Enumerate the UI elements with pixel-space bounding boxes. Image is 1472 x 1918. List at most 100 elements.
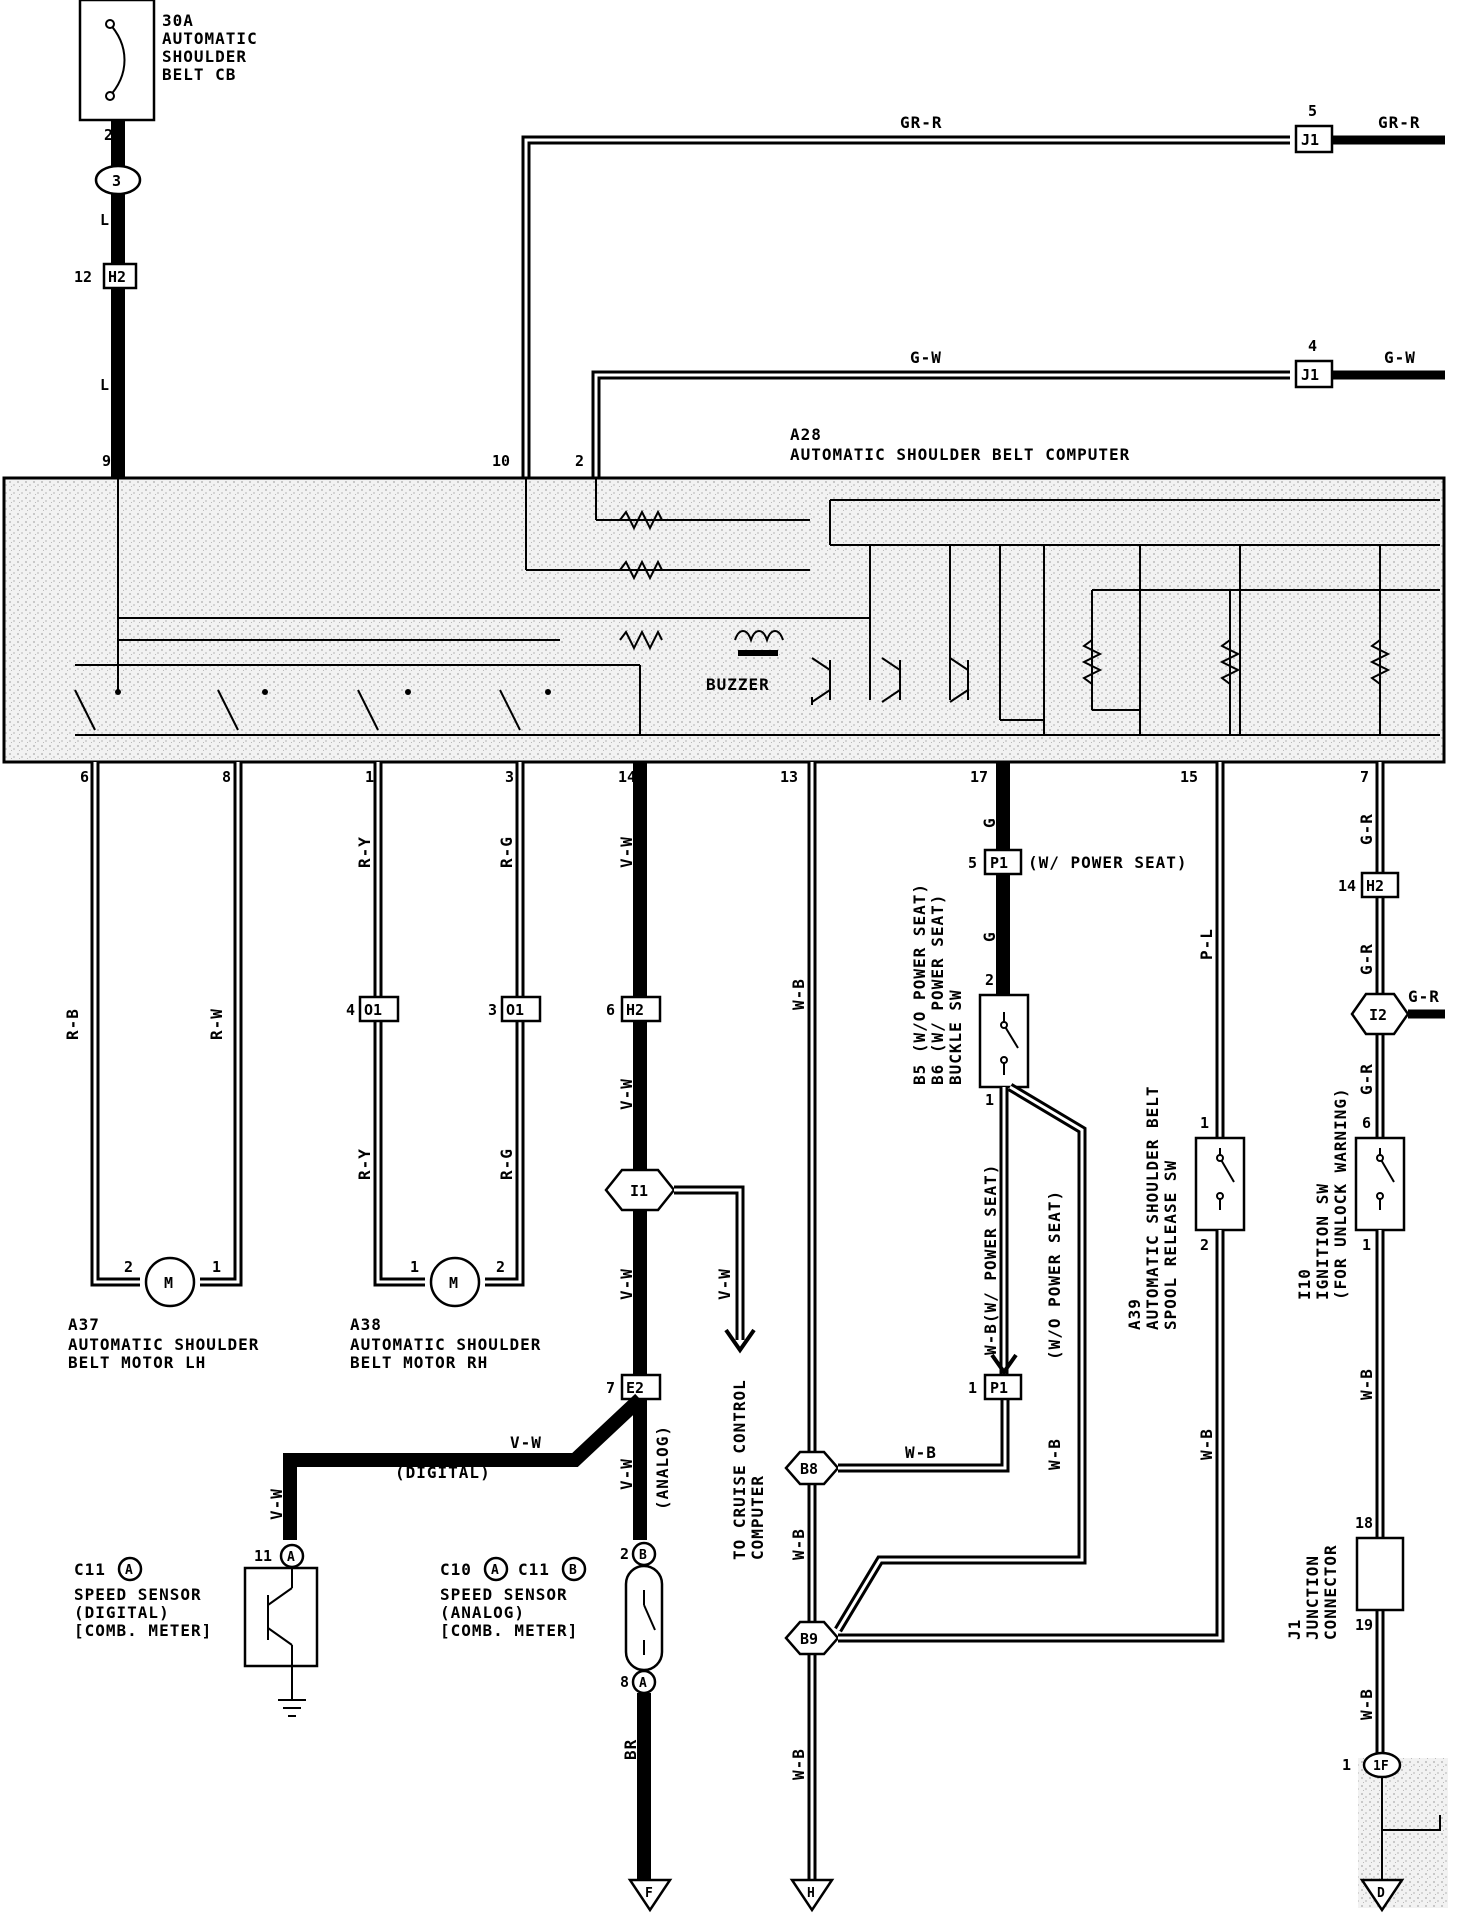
speed-analog-code1: C10 [440,1560,472,1579]
ground-H-label: H [807,1886,815,1901]
cb-line1: AUTOMATIC [162,29,258,48]
wire-R-B [90,762,140,1287]
conn-B8 [784,1450,840,1486]
conn-H2-right-label: H2 [1366,877,1384,895]
motor-rh-code: A38 [350,1315,382,1334]
cb-pin: 2 [104,126,113,144]
wire-R-G-label-1: R-G [497,836,516,868]
circuit-breaker: 30A AUTOMATIC SHOULDER BELT CB 2 [78,0,258,144]
wire-W-B-label-1: W-B [789,978,808,1010]
motor-rh-pin-a: 1 [410,1258,419,1276]
comp-pin-8: 8 [222,768,231,786]
cruise-line2: COMPUTER [748,1475,767,1560]
cruise-line1: TO CRUISE CONTROL [730,1379,749,1560]
speed-digital-pin: 11 [254,1547,272,1565]
speed-analog-line2: (ANALOG) [440,1603,525,1622]
conn-3-oval [94,164,142,196]
conn-O1-b-label: O1 [506,1001,524,1019]
spool-pin-bot: 2 [1200,1236,1209,1254]
wire-G-label-2: G [980,931,999,942]
wire-V-W-digital [283,1393,645,1540]
wire-V-W-digital-label-2: V-W [267,1488,286,1520]
wire-GR-R-label: GR-R [900,113,943,132]
wire-R-Y-label-1: R-Y [355,836,374,868]
speed-analog-pin-top-letter: B [639,1548,647,1563]
speed-digital-line3: [COMB. METER] [74,1621,212,1640]
wire-W-B-ign-label-1: W-B [1357,1368,1376,1400]
conn-H2-right-pin: 14 [1338,877,1356,895]
conn-B9 [784,1620,840,1656]
wire-R-G-label-2: R-G [497,1148,516,1180]
ignition-line2: (FOR UNLOCK WARNING) [1331,1087,1350,1300]
speed-analog-circ1: A [491,1563,499,1578]
wire-G-R-label-3: G-R [1357,1063,1376,1095]
conn-O1-b-pin: 3 [488,1001,497,1019]
speed-digital-pin-letter: A [287,1550,295,1565]
conn-P1-top-note: (W/ POWER SEAT) [1028,853,1188,872]
conn-H2-mid-pin: 6 [606,1001,615,1019]
comp-pin-1: 1 [365,768,374,786]
computer-name: AUTOMATIC SHOULDER BELT COMPUTER [790,445,1130,464]
comp-pin-7: 7 [1360,768,1369,786]
motor-rh-line2: BELT MOTOR RH [350,1353,488,1372]
conn-J1-b [1294,359,1334,389]
ground-H [789,1878,835,1913]
junction-pin-top: 18 [1355,1514,1373,1532]
wire-digital-label: (DIGITAL) [395,1463,491,1482]
conn-I2-label: I2 [1369,1006,1387,1024]
comp-pin-3: 3 [505,768,514,786]
computer-code: A28 [790,425,822,444]
motor-rh-line1: AUTOMATIC SHOULDER [350,1335,541,1354]
comp-pin-17: 17 [970,768,988,786]
speed-analog-pin-bot-letter: A [639,1676,647,1691]
conn-H2-right [1360,871,1400,899]
cb-rating: 30A [162,11,194,30]
wire-V-W-cruise [674,1185,745,1340]
ignition-code: I10 [1295,1268,1314,1300]
conn-P1-bot [983,1373,1023,1401]
ground-D [1359,1878,1405,1913]
conn-O1-a-label: O1 [364,1001,382,1019]
spool-code: A39 [1125,1298,1144,1330]
wire-G-R-label-1: G-R [1357,813,1376,845]
wire-W-B-label-2: W-B [789,1528,808,1560]
buckle-line1: B5 (W/O POWER SEAT) [910,883,929,1085]
motor-lh-line2: BELT MOTOR LH [68,1353,206,1372]
buzzer-label: BUZZER [706,675,770,694]
speed-sensor-digital [243,1566,319,1668]
cb-line2: SHOULDER [162,47,247,66]
wire-G-R-label-branch: G-R [1408,987,1440,1006]
conn-H2-top [102,262,138,290]
wire-V-W-label-1: V-W [617,836,636,868]
conn-O1-a-pin: 4 [346,1001,355,1019]
conn-P1-bot-pin: 1 [968,1379,977,1397]
comp-pin-9: 9 [102,452,111,470]
wire-V-W-analog-label: V-W [617,1458,636,1490]
ground-F-label: F [645,1886,653,1901]
wire-L-label-2: L [100,376,109,394]
ignition-line1: IGNITION SW [1313,1183,1332,1300]
ground-F [627,1878,673,1913]
speed-analog-pin-bot: 8 [620,1673,629,1691]
motor-lh-pin-b: 1 [212,1258,221,1276]
wire-V-W-label-2: V-W [617,1078,636,1110]
wire-GR-R-label-2: GR-R [1378,113,1421,132]
comp-pin-14: 14 [618,768,636,786]
conn-O1-b [500,995,542,1023]
wire-W-B-ign-label-2: W-B [1357,1688,1376,1720]
conn-P1-bot-label: P1 [990,1379,1008,1397]
motor-lh-line1: AUTOMATIC SHOULDER [68,1335,259,1354]
wire-V-W-label-3: V-W [617,1268,636,1300]
conn-E2-label: E2 [626,1379,644,1397]
ignition-pin-top: 6 [1362,1114,1371,1132]
speed-analog-line3: [COMB. METER] [440,1621,578,1640]
conn-I1 [604,1168,676,1212]
speed-digital-circ: A [125,1563,133,1578]
motor-rh-pin-b: 2 [496,1258,505,1276]
wire-BR-label: BR [621,1739,640,1760]
junction-code: J1 [1285,1619,1304,1640]
junction-line2: CONNECTOR [1321,1544,1340,1640]
motor-lh-m: M [164,1274,173,1292]
conn-H2-top-label: H2 [108,268,126,286]
wire-W-B-label-3: W-B [789,1748,808,1780]
